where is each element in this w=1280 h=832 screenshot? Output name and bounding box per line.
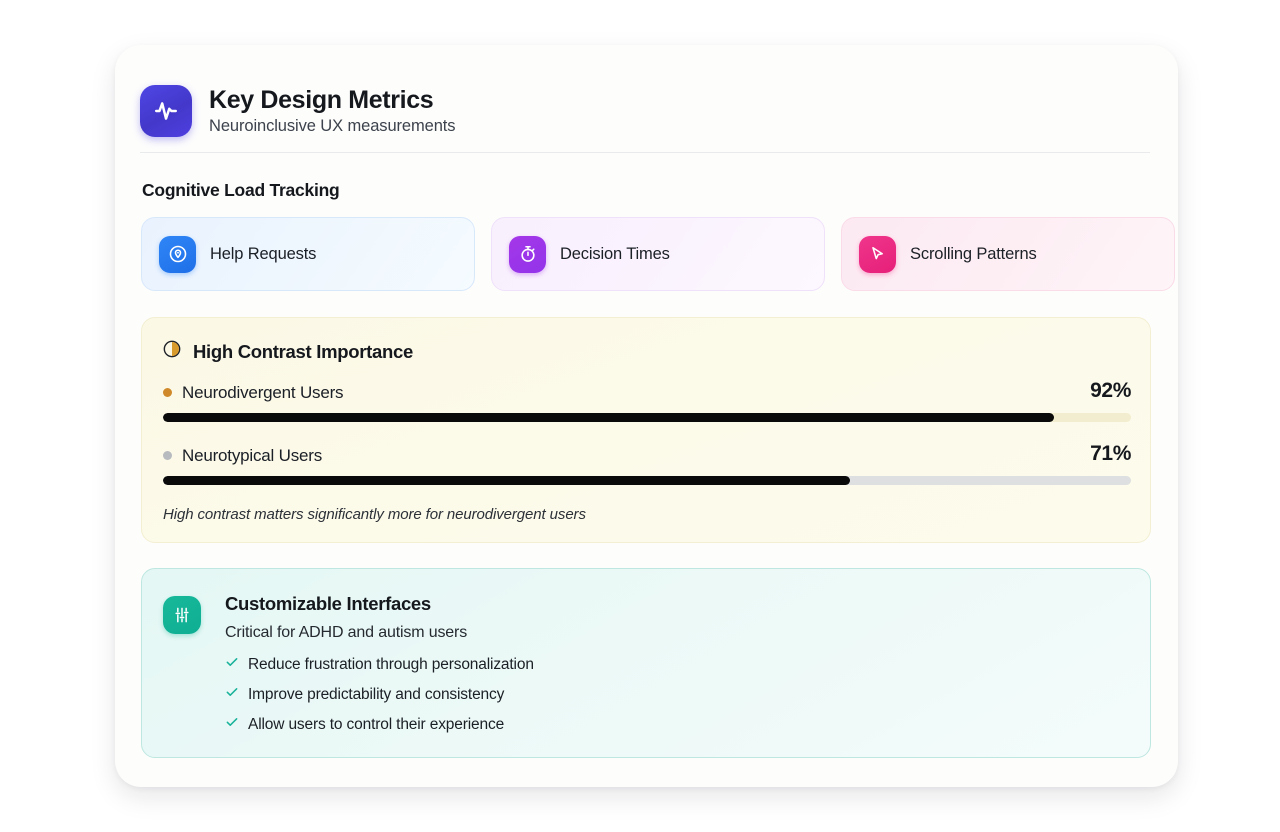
sliders-icon	[163, 596, 201, 634]
metrics-panel: Key Design Metrics Neuroinclusive UX mea…	[115, 45, 1178, 787]
chip-scrolling-patterns[interactable]: Scrolling Patterns	[841, 217, 1175, 291]
page-subtitle: Neuroinclusive UX measurements	[209, 117, 456, 136]
chip-help-requests[interactable]: Help Requests	[141, 217, 475, 291]
customizable-interfaces-card: Customizable Interfaces Critical for ADH…	[141, 568, 1151, 758]
bar-group-neurodivergent: Neurodivergent Users 92%	[163, 379, 1131, 422]
legend-dot-neurotypical	[163, 451, 172, 460]
customizable-title: Customizable Interfaces	[225, 593, 431, 614]
customizable-subtitle: Critical for ADHD and autism users	[225, 624, 468, 641]
legend-dot-neurodivergent	[163, 388, 172, 397]
activity-pulse-icon	[140, 85, 192, 137]
header-divider	[140, 152, 1150, 153]
list-item: Reduce frustration through personalizati…	[225, 655, 534, 674]
progress-fill-neurotypical	[163, 476, 851, 485]
customizable-body: Customizable Interfaces Critical for ADH…	[225, 593, 534, 734]
check-icon	[225, 715, 239, 734]
bar-label-wrap: Neurotypical Users	[163, 446, 322, 466]
chip-label: Scrolling Patterns	[910, 244, 1037, 263]
check-icon	[225, 685, 239, 704]
bar-row: Neurodivergent Users 92%	[163, 379, 1131, 403]
cognitive-chip-row: Help Requests Decision Times	[141, 217, 1175, 291]
list-item-label: Reduce frustration through personalizati…	[248, 655, 534, 673]
progress-fill-neurodivergent	[163, 413, 1054, 422]
progress-track-neurotypical	[163, 476, 1131, 485]
benefit-list: Reduce frustration through personalizati…	[225, 655, 534, 734]
cursor-arrow-icon	[859, 235, 896, 273]
contrast-note: High contrast matters significantly more…	[163, 506, 586, 523]
bar-group-neurotypical: Neurotypical Users 71%	[163, 442, 1131, 485]
page-title: Key Design Metrics	[209, 85, 434, 114]
chip-decision-times[interactable]: Decision Times	[491, 217, 825, 291]
chip-label: Decision Times	[560, 244, 670, 263]
high-contrast-card: High Contrast Importance Neurodivergent …	[141, 317, 1151, 543]
bar-label-wrap: Neurodivergent Users	[163, 382, 344, 403]
check-icon	[225, 655, 239, 674]
list-item: Allow users to control their experience	[225, 715, 534, 734]
contrast-circle-icon	[162, 339, 182, 364]
list-item: Improve predictability and consistency	[225, 685, 534, 704]
contrast-card-title: High Contrast Importance	[193, 340, 413, 362]
bar-label: Neurodivergent Users	[182, 382, 344, 402]
stopwatch-icon	[509, 235, 546, 273]
bar-value: 92%	[1090, 379, 1131, 402]
bar-value: 71%	[1090, 442, 1131, 465]
section-label-cognitive: Cognitive Load Tracking	[142, 180, 340, 200]
chip-label: Help Requests	[210, 244, 317, 263]
header-titles: Key Design Metrics Neuroinclusive UX mea…	[209, 85, 456, 137]
list-item-label: Allow users to control their experience	[248, 715, 505, 733]
progress-track-neurodivergent	[163, 413, 1131, 422]
contrast-card-header: High Contrast Importance	[162, 339, 413, 364]
bar-label: Neurotypical Users	[182, 445, 323, 465]
panel-header: Key Design Metrics Neuroinclusive UX mea…	[140, 85, 456, 137]
list-item-label: Improve predictability and consistency	[248, 685, 505, 703]
location-pin-icon	[159, 235, 196, 273]
bar-row: Neurotypical Users 71%	[163, 442, 1131, 466]
